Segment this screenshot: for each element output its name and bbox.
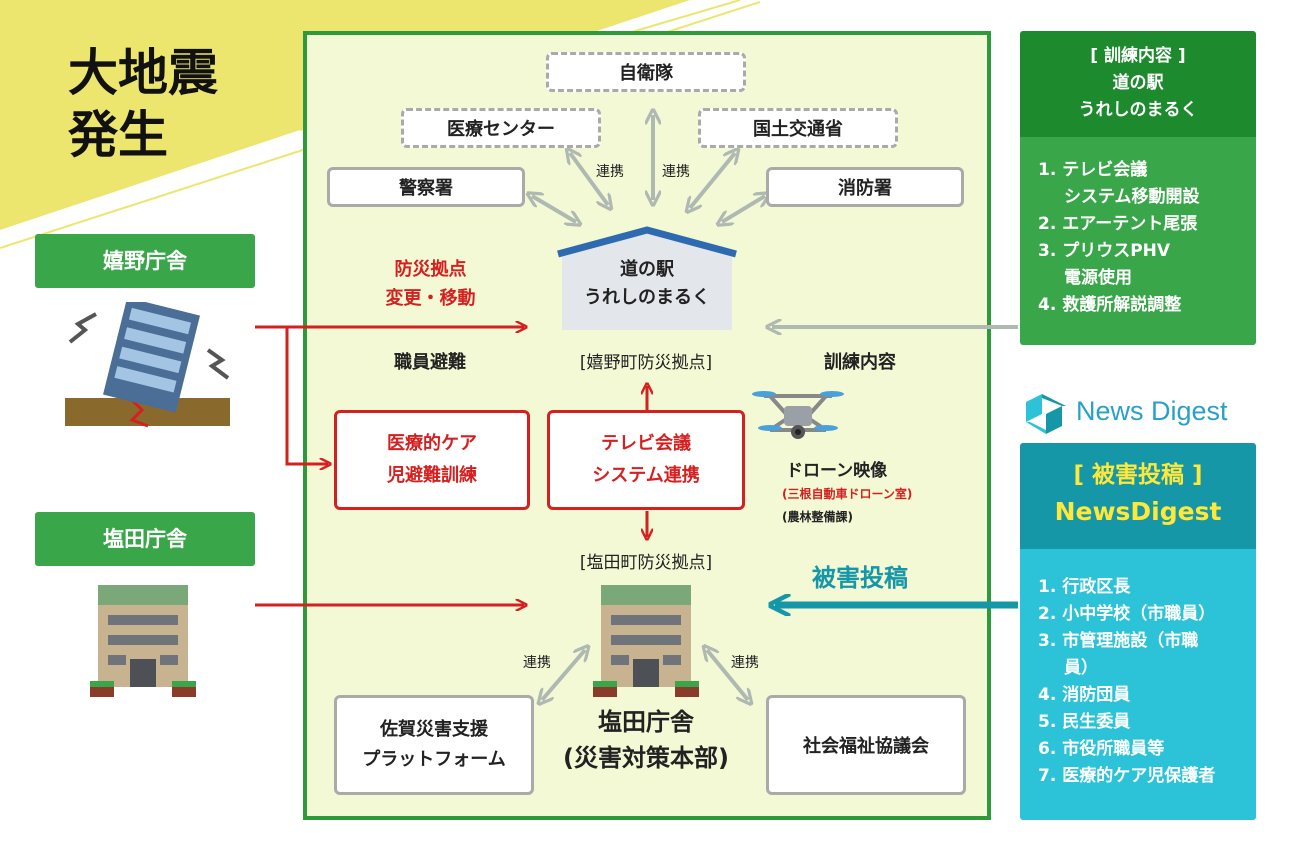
headline-line1: 大地震 <box>68 44 218 102</box>
damage-panel-title1: [ 被害投稿 ] <box>1073 462 1203 488</box>
newsdigest-logo-icon <box>1026 394 1066 434</box>
link-label-bottom-right: 連携 <box>731 655 759 671</box>
damage-item: 4. 消防団員 <box>1038 682 1256 709</box>
training-item-text: プリウスPHV <box>1062 241 1171 261</box>
training-item-continuation: 電源使用 <box>1064 268 1132 288</box>
hub-caption: [嬉野町防災拠点] <box>579 353 713 373</box>
collapsing-building-icon <box>65 302 230 428</box>
drone-sub1: (三根自動車ドローン室) <box>782 487 913 501</box>
staff-evac-label: 職員避難 <box>394 352 466 373</box>
medical-care-drill-box: 医療的ケア 児避難訓練 <box>334 410 530 510</box>
damage-item: 7. 医療的ケア児保護者 <box>1038 763 1256 790</box>
headline: 大地震 発生 <box>68 42 218 166</box>
damage-panel-title2: NewsDigest <box>1054 497 1222 526</box>
hq-building-icon <box>593 585 699 697</box>
shiota-base-caption: [塩田町防災拠点] <box>579 553 713 573</box>
training-panel-header: [ 訓練内容 ] 道の駅 うれしのまるく <box>1020 31 1256 137</box>
damage-item: 6. 市役所職員等 <box>1038 736 1256 763</box>
hq-title-line1: 塩田庁舎 <box>598 708 694 736</box>
damage-post-label: 被害投稿 <box>812 564 908 592</box>
training-item-text: テレビ会議 <box>1062 160 1148 180</box>
tv-conference-line2: システム連携 <box>592 465 700 486</box>
damage-item-number: 2. <box>1038 604 1063 624</box>
damage-item-text: 民生委員 <box>1062 712 1131 732</box>
damage-item-text: 行政区長 <box>1062 577 1131 597</box>
sdf-box: 自衛隊 <box>546 52 746 92</box>
hub-title: 道の駅 うれしのまるく <box>556 256 738 312</box>
base-change-line1: 防災拠点 <box>394 259 467 280</box>
drone-title: ドローン映像 <box>786 461 888 481</box>
damage-item: 1. 行政区長 <box>1038 574 1256 601</box>
saga-platform-box: 佐賀災害支援 プラットフォーム <box>334 695 534 795</box>
medical-center-box: 医療センター <box>401 108 601 148</box>
headline-line2: 発生 <box>68 106 168 164</box>
training-label: 訓練内容 <box>824 352 896 373</box>
saga-platform-line1: 佐賀災害支援 <box>380 719 488 740</box>
medical-care-line1: 医療的ケア <box>387 433 477 454</box>
fire-station-box: 消防署 <box>766 167 964 207</box>
damage-item-number: 3. <box>1038 631 1063 651</box>
training-item-continuation: システム移動開設 <box>1064 187 1200 207</box>
base-change-label: 防災拠点 変更・移動 <box>358 255 503 313</box>
damage-item: 2. 小中学校（市職員） <box>1038 601 1256 628</box>
damage-item: 3. 市管理施設（市職 <box>1038 628 1256 655</box>
damage-item-text: 市管理施設（市職 <box>1062 631 1199 651</box>
roadside-station-icon <box>557 226 737 330</box>
damage-item-number: 6. <box>1038 739 1063 759</box>
training-item-text: エアーテント尾張 <box>1062 214 1198 234</box>
damage-item-continuation: 員） <box>1064 658 1098 678</box>
link-label-bottom-left: 連携 <box>523 655 551 671</box>
training-item: 3. プリウスPHV <box>1038 238 1256 265</box>
hq-title: 塩田庁舎 (災害対策本部) <box>546 704 746 776</box>
damage-item-number: 5. <box>1038 712 1063 732</box>
police-box: 警察署 <box>327 167 525 207</box>
ureshino-office-label: 嬉野庁舎 <box>35 234 255 288</box>
training-item-text: 救護所解説調整 <box>1062 295 1182 315</box>
training-item-number: 2. <box>1038 214 1063 234</box>
mlit-box: 国土交通省 <box>698 108 898 148</box>
link-label-right: 連携 <box>662 164 690 180</box>
link-label-left: 連携 <box>596 164 624 180</box>
tv-conference-line1: テレビ会議 <box>601 433 691 454</box>
base-change-line2: 変更・移動 <box>385 288 476 309</box>
training-item: 2. エアーテント尾張 <box>1038 211 1256 238</box>
drone-sub2: (農林整備課) <box>782 510 853 524</box>
medical-care-line2: 児避難訓練 <box>387 465 477 486</box>
training-item: 4. 救護所解説調整 <box>1038 292 1256 319</box>
training-item-number: 3. <box>1038 241 1063 261</box>
hq-title-line2: (災害対策本部) <box>563 744 729 772</box>
training-panel-title2: 道の駅 <box>1112 73 1164 93</box>
damage-item-text: 消防団員 <box>1062 685 1131 705</box>
damage-item-text: 市役所職員等 <box>1062 739 1165 759</box>
training-item-number: 1. <box>1038 160 1063 180</box>
training-panel-title3: うれしのまるく <box>1078 100 1198 120</box>
saga-platform-line2: プラットフォーム <box>362 749 506 770</box>
training-item-number: 4. <box>1038 295 1063 315</box>
training-item: 1. テレビ会議 <box>1038 157 1256 184</box>
damage-item-number: 4. <box>1038 685 1063 705</box>
drone-icon <box>752 391 844 439</box>
newsdigest-logo-text: News Digest <box>1076 396 1228 426</box>
tv-conference-box: テレビ会議 システム連携 <box>547 410 745 510</box>
damage-item: 5. 民生委員 <box>1038 709 1256 736</box>
hub-title-line2: うれしのまるく <box>584 287 710 308</box>
damage-item-number: 1. <box>1038 577 1063 597</box>
welfare-council-box: 社会福祉協議会 <box>766 695 966 795</box>
damage-item-number: 7. <box>1038 766 1063 786</box>
damage-item-text: 医療的ケア児保護者 <box>1062 766 1216 786</box>
damage-panel-header: [ 被害投稿 ] NewsDigest <box>1020 443 1256 549</box>
shiota-office-label: 塩田庁舎 <box>35 512 255 566</box>
office-building-icon <box>90 585 196 697</box>
damage-item-text: 小中学校（市職員） <box>1062 604 1216 624</box>
training-panel-title1: [ 訓練内容 ] <box>1090 46 1186 66</box>
hub-title-line1: 道の駅 <box>620 259 674 280</box>
